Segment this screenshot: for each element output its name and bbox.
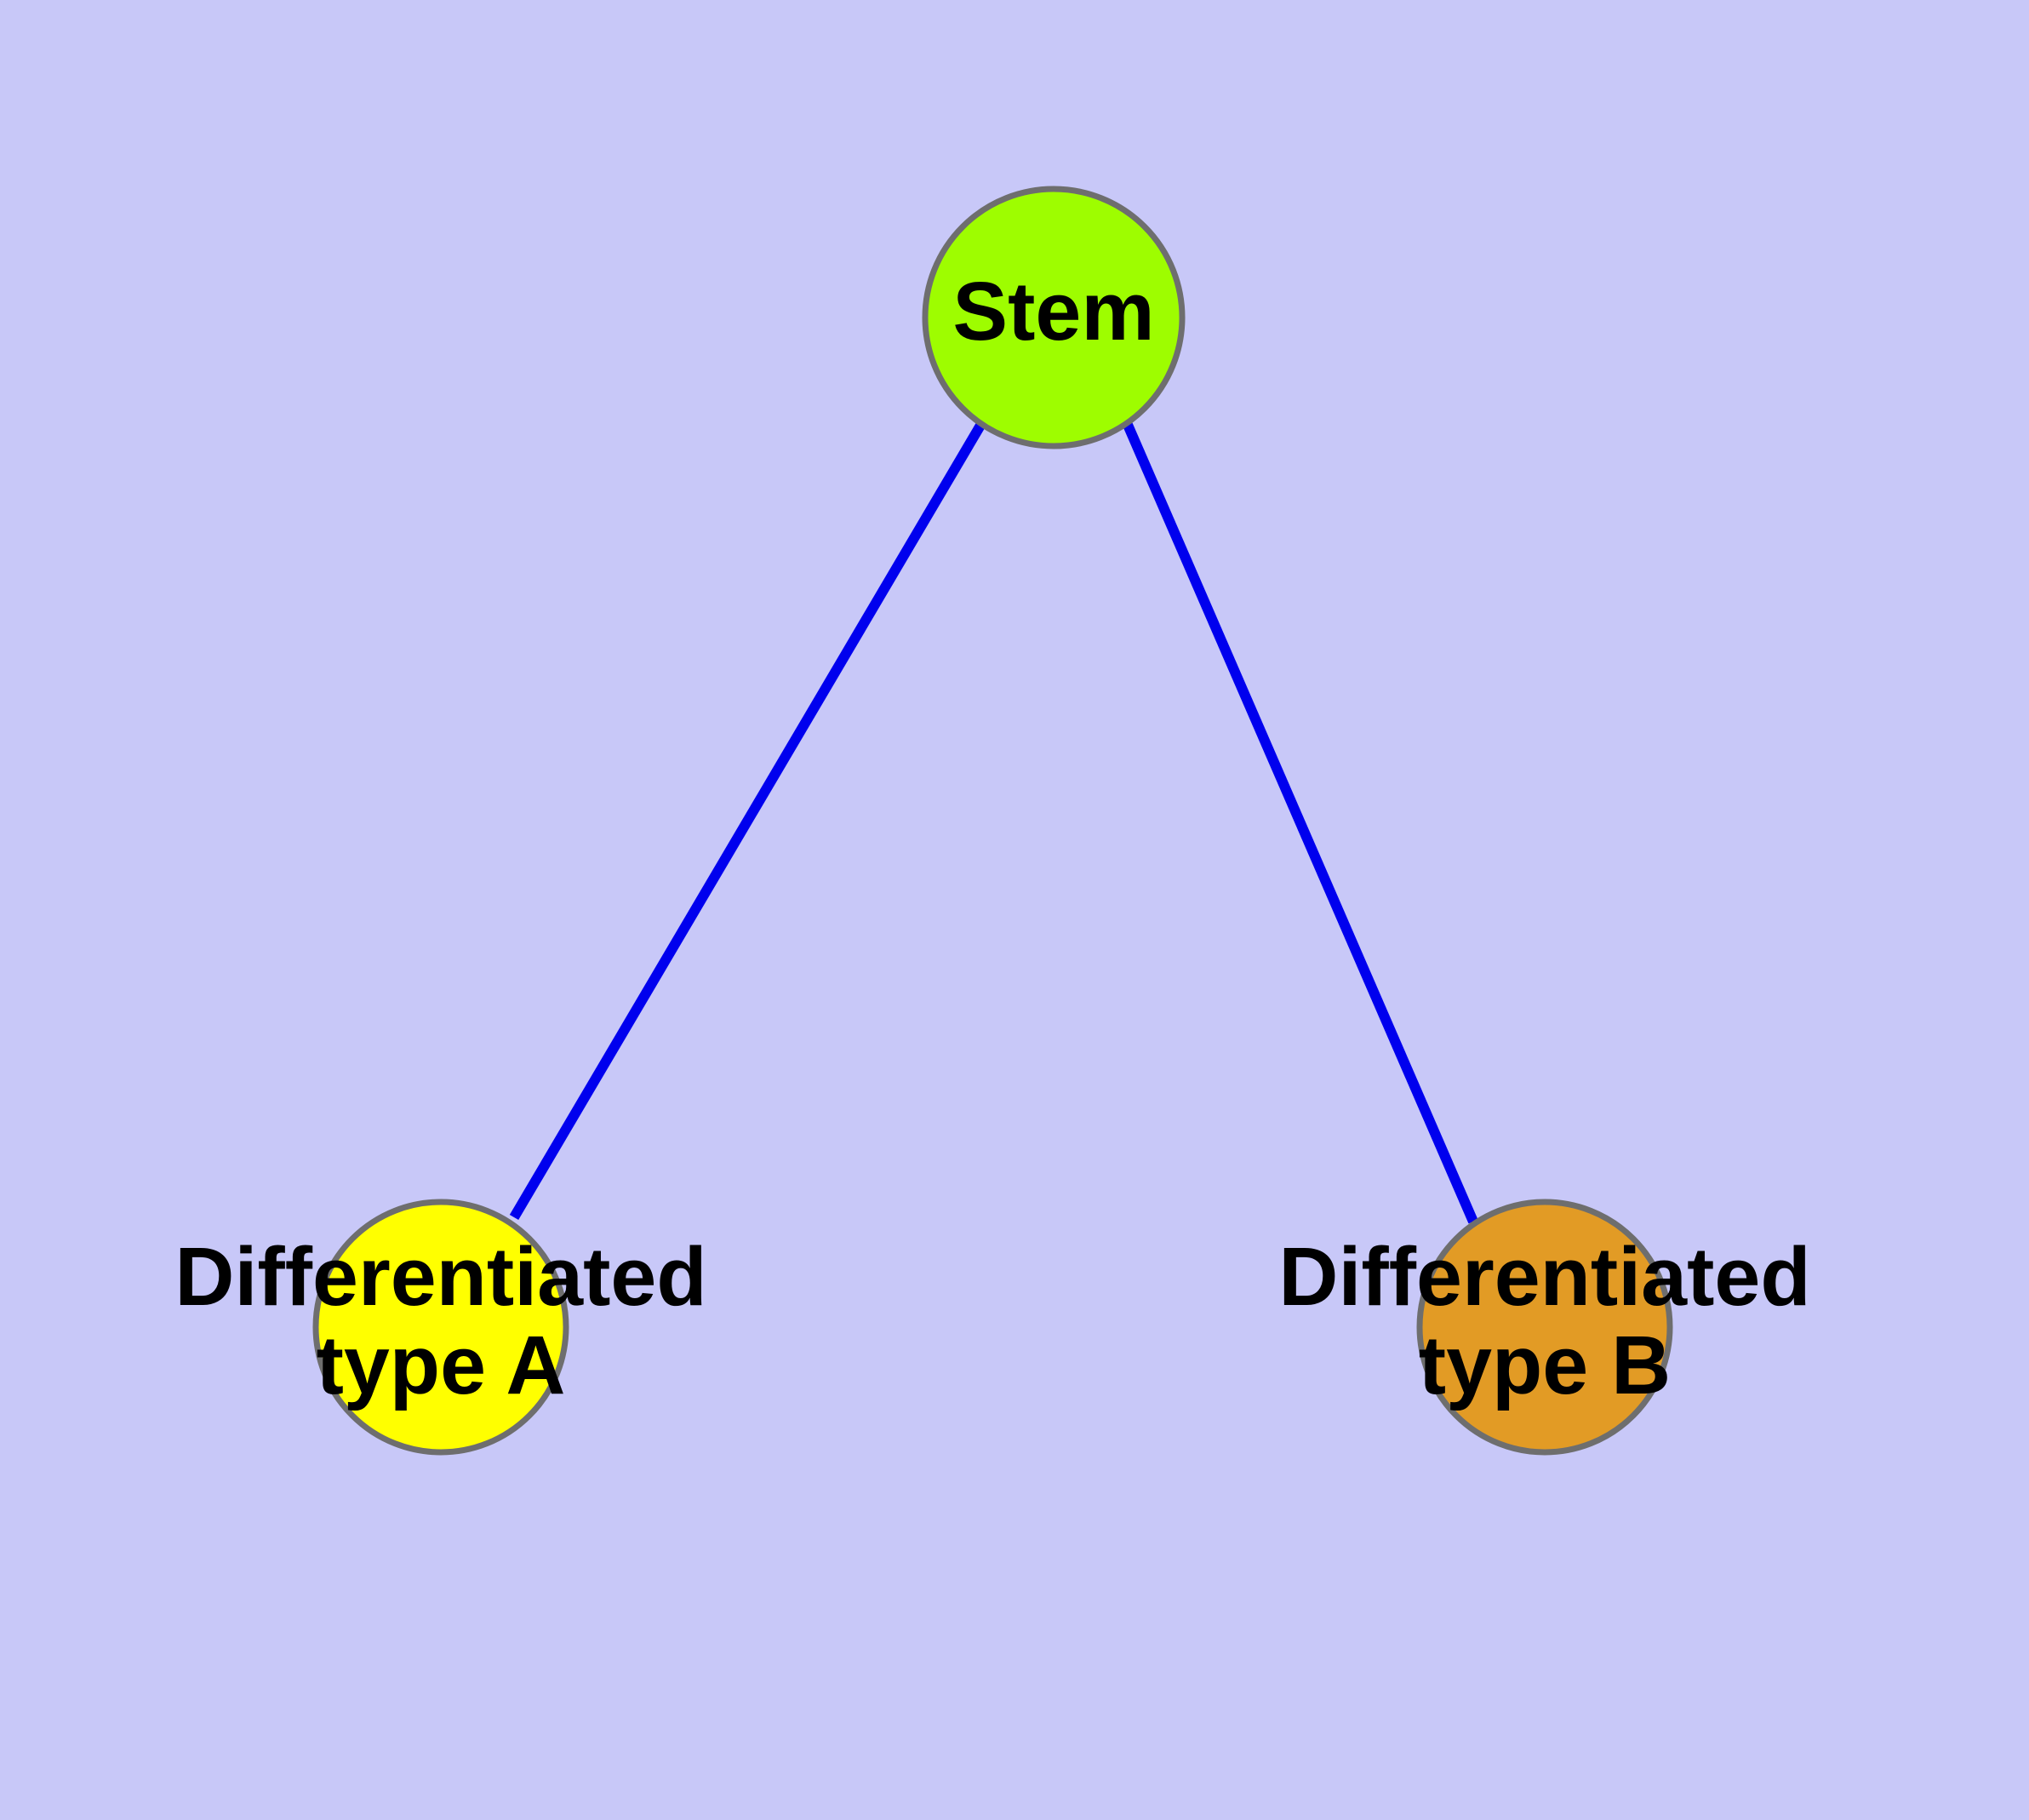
node-circle-diff-a[interactable] [312,1199,569,1456]
node-label-line: Differentiated [174,1230,706,1323]
edge-stem-to-diff-a[interactable] [509,421,986,1221]
node-stem[interactable]: Stem [922,186,1186,449]
node-label-line: type A [317,1319,566,1411]
node-circle-stem[interactable] [922,186,1186,449]
edges-layer [509,421,1478,1224]
node-label-stem: Stem [952,265,1154,358]
node-label-line: type B [1419,1319,1671,1411]
node-circle-diff-b[interactable] [1416,1199,1673,1456]
node-label-line: Differentiated [1278,1230,1810,1323]
node-label-line: Stem [952,265,1154,358]
edge-stem-to-diff-b[interactable] [1123,422,1478,1224]
